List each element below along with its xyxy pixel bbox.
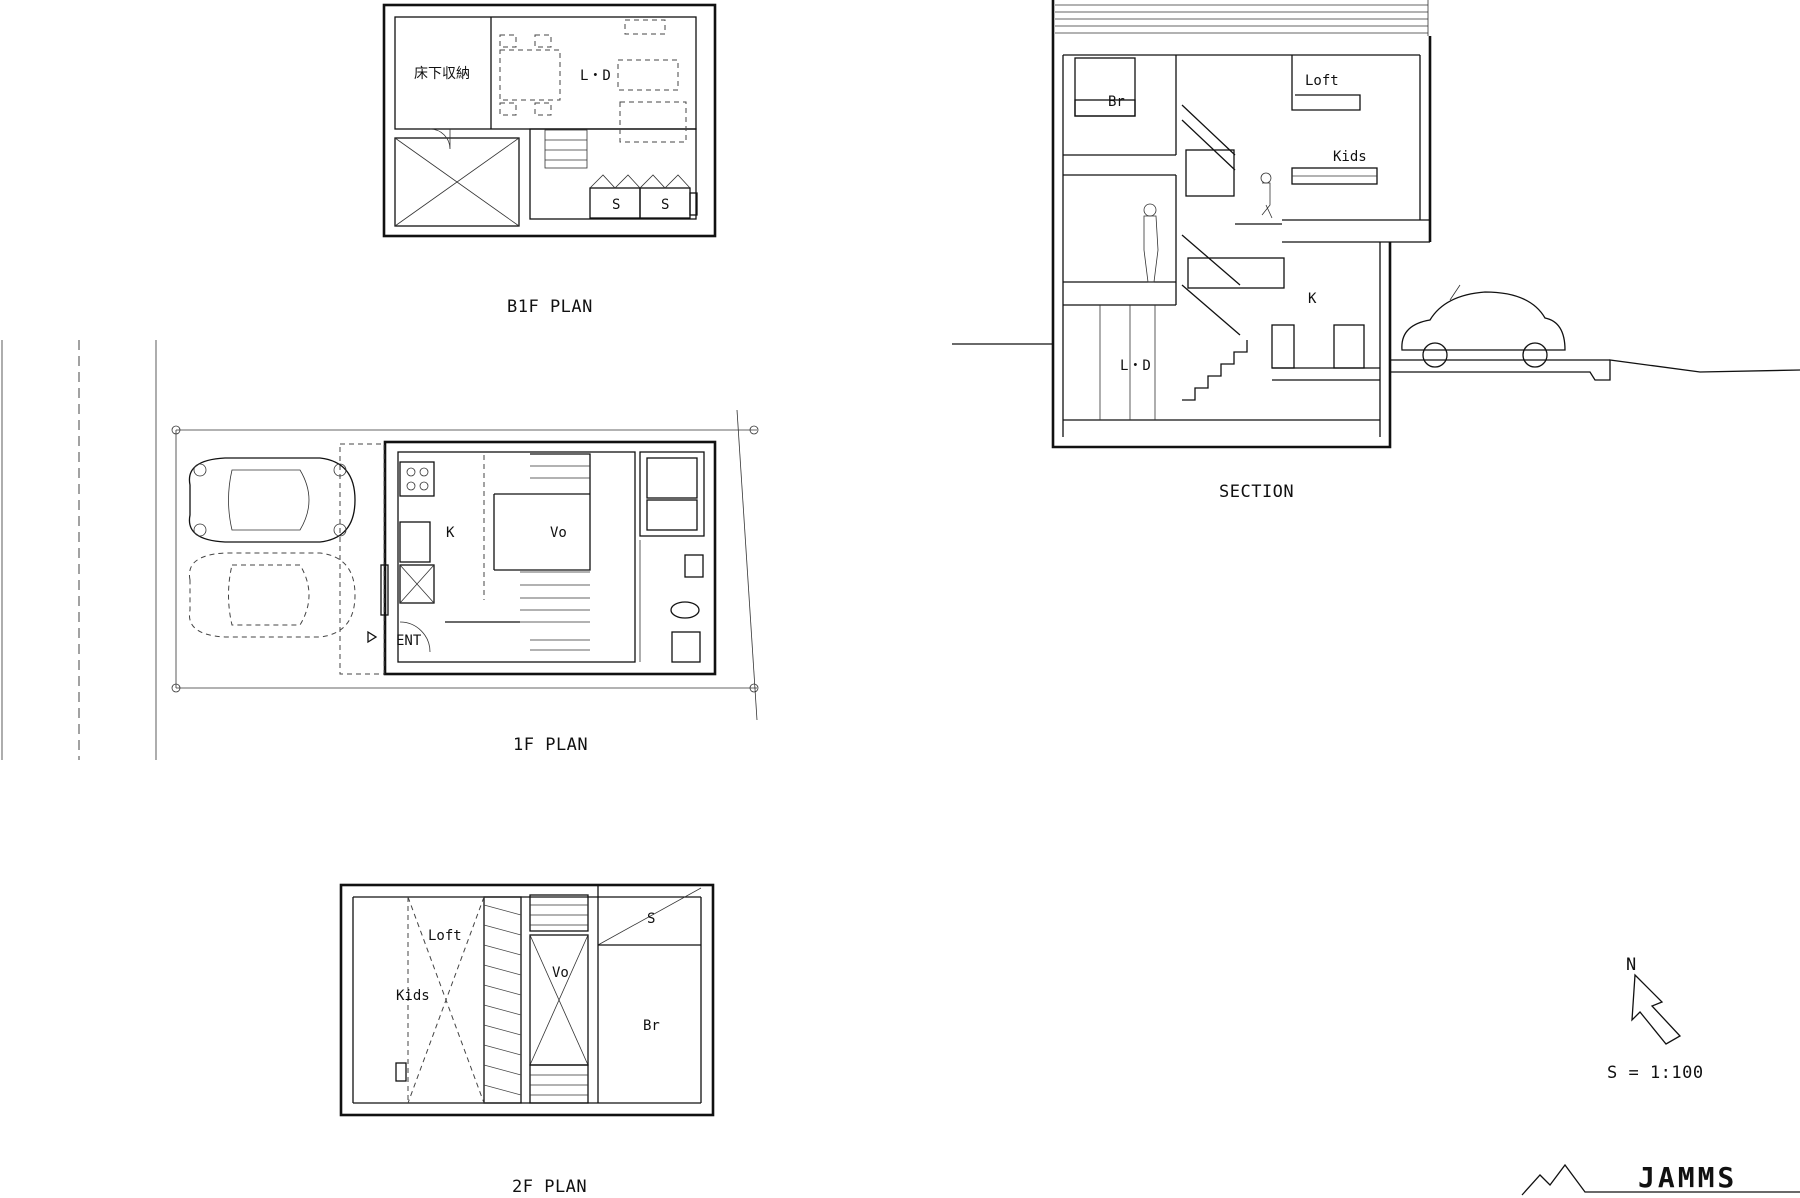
b1f-title: B1F PLAN [507, 297, 593, 317]
2f-label-loft: Loft [428, 928, 462, 944]
mountain-icon [1521, 1163, 1800, 1196]
2f-label-s: S [647, 911, 655, 927]
1f-label-ent: ENT [396, 633, 422, 649]
2f-label-vo: Vo [552, 965, 569, 981]
north-label: N [1626, 955, 1637, 975]
section-car [1401, 284, 1566, 368]
section-label-k: K [1308, 291, 1317, 307]
logo-text: JAMMS [1638, 1161, 1737, 1194]
section-drawing: Br Loft Kids K L・D SECTION [952, 0, 1800, 502]
b1f-label-s2: S [661, 197, 669, 213]
2f-plan: Loft Kids Vo S Br 2F PLAN [339, 883, 715, 1197]
logo: JAMMS [1521, 1161, 1800, 1196]
section-label-loft: Loft [1305, 73, 1339, 89]
section-label-kids: Kids [1333, 149, 1367, 165]
section-title: SECTION [1219, 482, 1294, 502]
b1f-label-ld: L・D [580, 68, 611, 84]
section-person-standing [1143, 203, 1159, 283]
b1f-label-storage: 床下収納 [414, 66, 470, 82]
1f-car-dashed [188, 552, 356, 638]
2f-hatch [483, 904, 522, 1096]
b1f-plan: 床下収納 L・D S S B1F PLAN [382, 3, 717, 317]
b1f-label-s1: S [612, 197, 620, 213]
1f-plan: K Vo ENT 1F PLAN [1, 340, 759, 760]
scale-label: S = 1:100 [1607, 1063, 1704, 1083]
2f-label-br: Br [643, 1018, 660, 1034]
1f-label-vo: Vo [550, 525, 567, 541]
2f-label-kids: Kids [396, 988, 430, 1004]
1f-title: 1F PLAN [513, 735, 588, 755]
north-arrow-icon: N [1626, 955, 1682, 1045]
b1f-stair [544, 129, 588, 169]
1f-car-solid [188, 457, 356, 543]
1f-stair [445, 453, 591, 651]
section-person-child [1260, 172, 1273, 219]
1f-label-k: K [446, 525, 455, 541]
2f-title: 2F PLAN [512, 1177, 587, 1197]
section-label-ld: L・D [1120, 358, 1151, 374]
section-label-br: Br [1108, 94, 1125, 110]
